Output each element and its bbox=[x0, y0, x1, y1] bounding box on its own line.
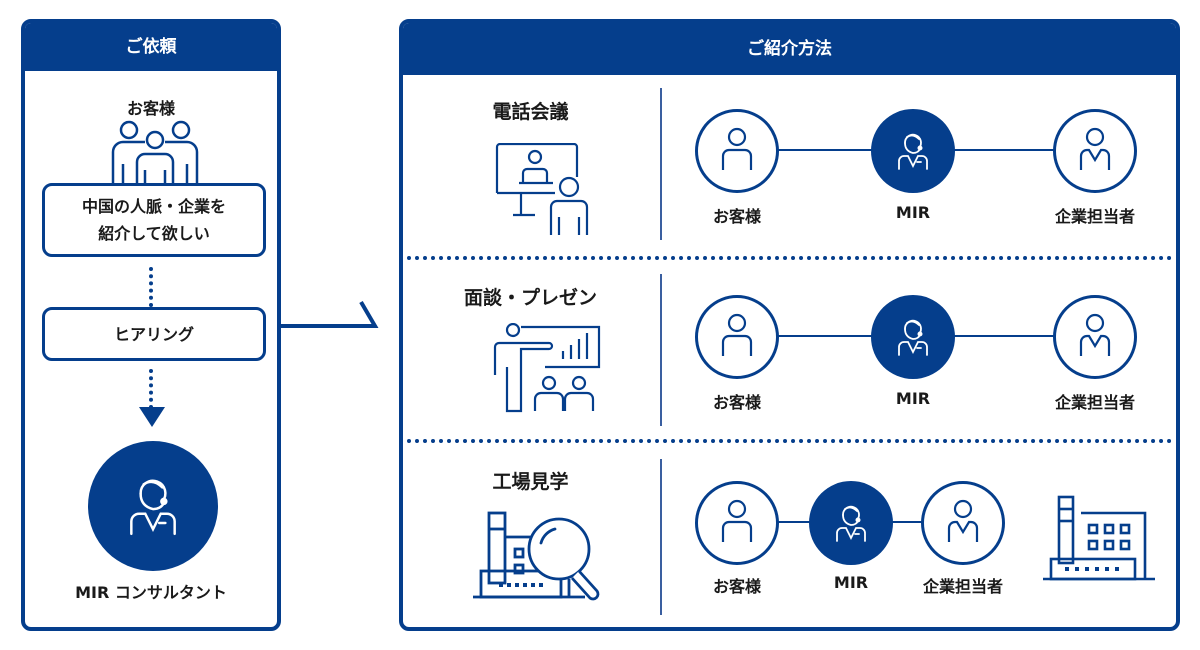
consultant-headset-icon bbox=[130, 479, 176, 536]
methods-panel: ご紹介方法 電話会議 お客様 MIR 企業 bbox=[399, 19, 1180, 631]
dotted-connector bbox=[149, 369, 153, 409]
dotted-connector bbox=[149, 267, 153, 307]
row-separator bbox=[407, 256, 1172, 260]
customer-node bbox=[695, 481, 779, 565]
node-label: MIR bbox=[895, 203, 931, 222]
row-divider bbox=[660, 274, 662, 426]
flow-arrow-icon bbox=[279, 300, 379, 328]
method-row-meeting-presentation: 面談・プレゼン お客様 MIR 企業担当者 bbox=[403, 261, 1176, 441]
consultant-headset-icon bbox=[898, 133, 928, 170]
consultant-headset-icon bbox=[898, 319, 928, 356]
node-label: お客様 bbox=[712, 393, 761, 412]
row-divider bbox=[660, 88, 662, 240]
group-of-people-icon bbox=[111, 120, 199, 186]
row-divider bbox=[660, 459, 662, 615]
consultant-headset-icon bbox=[836, 505, 866, 542]
method-title: 面談・プレゼン bbox=[463, 287, 597, 309]
mir-node bbox=[809, 481, 893, 565]
customer-person-icon bbox=[721, 313, 753, 356]
request-panel: ご依頼 お客様 中国の人脈・企業を 紹介して欲しい ヒアリング bbox=[21, 19, 281, 631]
down-arrow-icon bbox=[139, 407, 165, 427]
consultant-label: MIR コンサルタント bbox=[75, 583, 227, 602]
customer-node bbox=[695, 109, 779, 193]
hearing-box: ヒアリング bbox=[42, 307, 266, 361]
video-conference-icon bbox=[495, 143, 589, 235]
method-title: 電話会議 bbox=[492, 101, 569, 123]
connection-line bbox=[777, 521, 813, 523]
request-line-1: 中国の人脈・企業を bbox=[81, 197, 226, 216]
method-row-factory-tour: 工場見学 お客様 bbox=[403, 443, 1176, 627]
company-rep-icon bbox=[947, 499, 979, 542]
customer-node bbox=[695, 295, 779, 379]
company-rep-node bbox=[1053, 295, 1137, 379]
connection-line bbox=[953, 335, 1057, 337]
request-line-2: 紹介して欲しい bbox=[98, 224, 210, 243]
company-rep-node bbox=[921, 481, 1005, 565]
connection-line bbox=[777, 149, 875, 151]
factory-inspection-icon bbox=[473, 511, 600, 601]
customer-label: お客様 bbox=[126, 99, 175, 118]
consultant-avatar bbox=[88, 441, 218, 571]
customer-person-icon bbox=[721, 499, 753, 542]
node-label: 企業担当者 bbox=[1054, 207, 1135, 226]
node-label: お客様 bbox=[712, 577, 761, 596]
node-label: MIR bbox=[895, 389, 931, 408]
hearing-label: ヒアリング bbox=[113, 324, 194, 344]
connection-line bbox=[891, 521, 927, 523]
connection-line bbox=[777, 335, 875, 337]
mir-node bbox=[871, 109, 955, 193]
row-separator bbox=[407, 439, 1172, 443]
company-rep-node bbox=[1053, 109, 1137, 193]
customer-person-icon bbox=[721, 127, 753, 170]
methods-panel-title: ご紹介方法 bbox=[403, 23, 1176, 75]
node-label: 企業担当者 bbox=[922, 577, 1003, 596]
connection-line bbox=[953, 149, 1057, 151]
factory-icon bbox=[1043, 495, 1155, 581]
mir-node bbox=[871, 295, 955, 379]
method-title: 工場見学 bbox=[492, 471, 569, 493]
request-box: 中国の人脈・企業を 紹介して欲しい bbox=[42, 183, 266, 257]
node-label: 企業担当者 bbox=[1054, 393, 1135, 412]
request-panel-title: ご依頼 bbox=[25, 23, 277, 71]
presentation-icon bbox=[493, 323, 601, 413]
company-rep-icon bbox=[1079, 313, 1111, 356]
node-label: MIR bbox=[833, 573, 869, 592]
node-label: お客様 bbox=[712, 207, 761, 226]
method-row-phone-conference: 電話会議 お客様 MIR 企業担当者 bbox=[403, 75, 1176, 255]
company-rep-icon bbox=[1079, 127, 1111, 170]
